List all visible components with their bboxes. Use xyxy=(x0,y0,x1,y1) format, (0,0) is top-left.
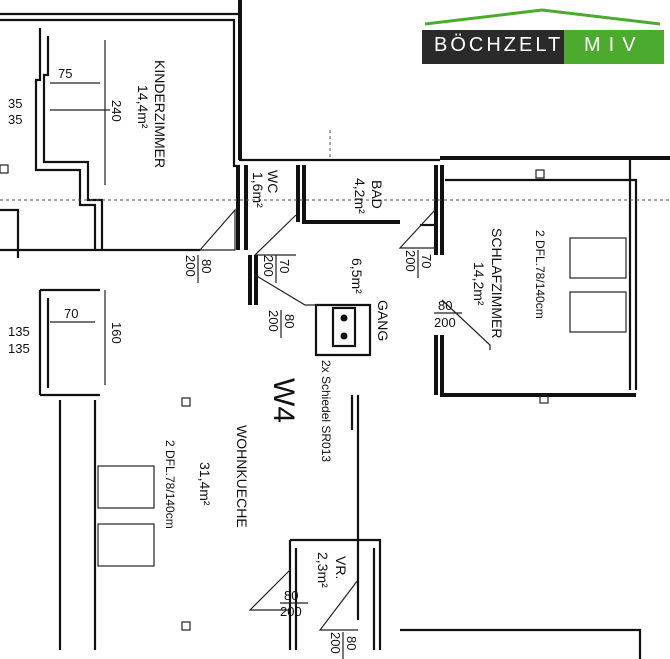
dimension-35-bottom: 35 xyxy=(8,112,22,127)
wc-area: 1,6m² xyxy=(250,172,266,208)
svg-text:200: 200 xyxy=(403,250,418,272)
svg-text:70: 70 xyxy=(277,259,292,273)
kinderzimmer-label: KINDERZIMMER xyxy=(152,60,168,168)
svg-text:80: 80 xyxy=(438,298,452,313)
dimension-70: 70 xyxy=(64,306,78,321)
vr-area: 2,3m² xyxy=(315,552,331,588)
windows xyxy=(0,164,627,631)
svg-text:200: 200 xyxy=(328,632,343,654)
gang-label: GANG xyxy=(375,300,391,341)
bad-label: BAD xyxy=(369,180,385,209)
schlafzimmer-label: SCHLAFZIMMER xyxy=(489,228,505,338)
kinderzimmer-area: 14,4m² xyxy=(135,85,151,129)
roof-icon xyxy=(425,8,660,26)
svg-text:80: 80 xyxy=(284,588,298,603)
vr-label: VR. xyxy=(333,556,349,579)
schlafzimmer-area: 14,2m² xyxy=(471,262,487,306)
company-logo: BÖCHZELT MIV xyxy=(420,8,665,64)
dimension-135-top: 135 xyxy=(8,324,30,339)
svg-text:200: 200 xyxy=(183,255,198,277)
svg-text:200: 200 xyxy=(266,310,281,332)
chimney-label: 2x Schiedel SR013 xyxy=(319,360,333,462)
wc-label: WC xyxy=(265,170,281,193)
unit-label: W4 xyxy=(267,378,300,423)
svg-text:80: 80 xyxy=(199,259,214,273)
svg-text:200: 200 xyxy=(434,315,456,330)
wohnkueche-area: 31,4m² xyxy=(197,462,213,506)
door-swings xyxy=(198,208,491,631)
dimension-35-top: 35 xyxy=(8,96,22,111)
svg-text:200: 200 xyxy=(261,255,276,277)
svg-text:80: 80 xyxy=(344,636,359,650)
logo-left: BÖCHZELT xyxy=(422,30,564,64)
svg-text:70: 70 xyxy=(419,254,434,268)
dimension-240: 240 xyxy=(109,100,124,122)
dimension-135-bottom: 135 xyxy=(8,341,30,356)
dimension-75: 75 xyxy=(58,66,72,81)
dimension-160: 160 xyxy=(109,322,124,344)
svg-text:200: 200 xyxy=(280,604,302,619)
wohnkueche-windows: 2 DFL.78/140cm xyxy=(163,440,177,529)
gang-area: 6,5m² xyxy=(349,258,365,294)
bad-area: 4,2m² xyxy=(352,178,368,214)
logo-right: MIV xyxy=(564,30,664,64)
schlafzimmer-windows: 2 DFL.78/140cm xyxy=(533,230,547,319)
svg-text:80: 80 xyxy=(282,314,297,328)
wohnkueche-label: WOHNKUECHE xyxy=(234,425,250,528)
